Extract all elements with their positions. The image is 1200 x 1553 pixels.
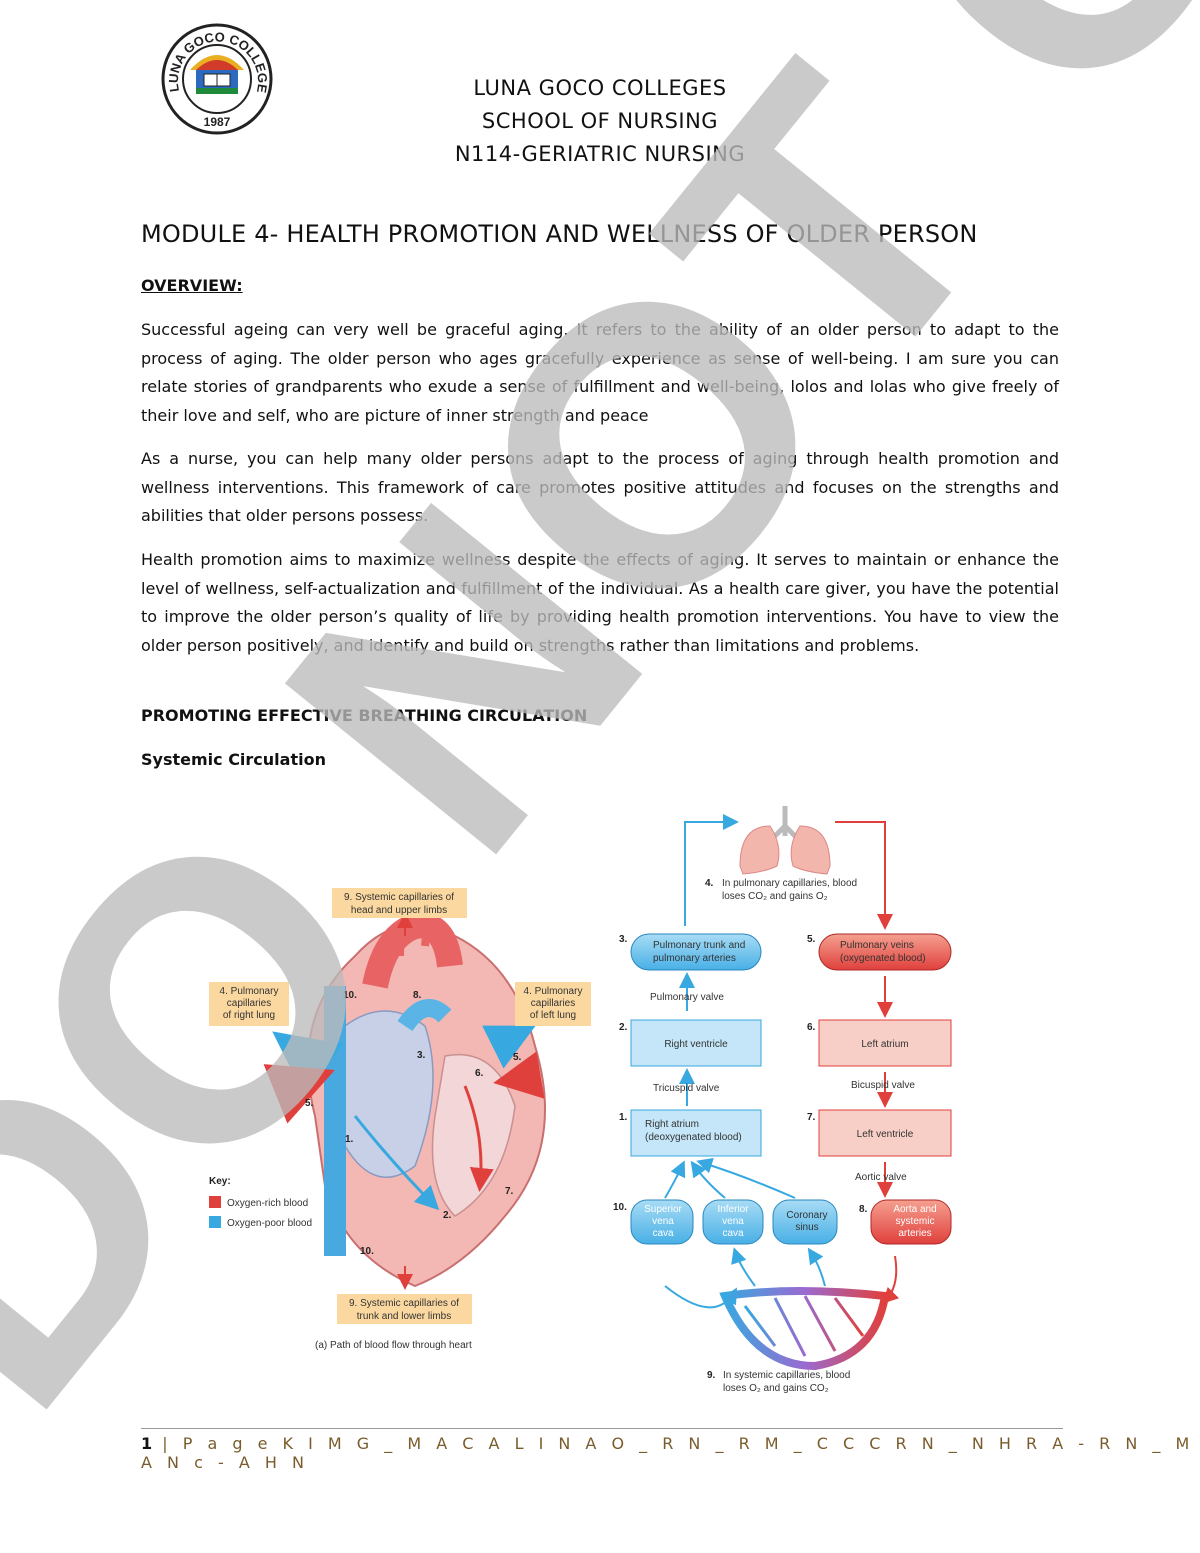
step5-line2: (oxygenated blood) xyxy=(840,953,926,964)
heart-num-1: 1. xyxy=(345,1134,354,1145)
key-oxygen-rich: Oxygen-rich blood xyxy=(227,1198,308,1209)
coronary-sinus-tube xyxy=(772,1199,838,1245)
heart-num-10a: 10. xyxy=(343,990,357,1001)
svc-line3: cava xyxy=(652,1228,674,1239)
subsection-heading: Systemic Circulation xyxy=(141,750,326,769)
ivc-line3: cava xyxy=(722,1228,744,1239)
aorta-tube xyxy=(870,1199,952,1245)
step2-box xyxy=(630,1019,762,1067)
step3-box xyxy=(630,933,762,971)
superior-vena-cava-tube xyxy=(630,1199,694,1245)
label-9-top: 9. Systemic capillaries of head and uppe… xyxy=(332,888,467,918)
heart-num-7: 7. xyxy=(505,1186,514,1197)
step7-box xyxy=(818,1109,952,1157)
footer-text: | P a g e K I M G _ M A C A L I N A O _ … xyxy=(141,1434,1195,1472)
heart-num-2: 2. xyxy=(443,1210,452,1221)
page-footer: 1 | P a g e K I M G _ M A C A L I N A O … xyxy=(141,1434,1200,1472)
page-number: 1 xyxy=(141,1434,153,1453)
aortic-valve-label: Aortic valve xyxy=(855,1172,907,1183)
logo-year: 1987 xyxy=(204,115,231,129)
overview-heading: OVERVIEW: xyxy=(141,276,243,295)
heart-illustration xyxy=(263,912,546,1290)
svc-line1: Superior xyxy=(644,1204,682,1215)
overview-paragraph-2: As a nurse, you can help many older pers… xyxy=(141,449,1059,525)
step2-num: 2. xyxy=(619,1022,628,1033)
key-red-swatch xyxy=(209,1196,221,1208)
heart-num-6: 6. xyxy=(475,1068,484,1079)
heart-num-5a: 5. xyxy=(513,1052,522,1063)
step4-line2: loses CO₂ and gains O₂ xyxy=(722,891,828,902)
step6-label: Left atrium xyxy=(861,1039,908,1050)
overview-paragraph-1: Successful ageing can very well be grace… xyxy=(141,320,1059,425)
svg-text:capillaries: capillaries xyxy=(227,998,271,1009)
step10-num: 10. xyxy=(613,1202,627,1213)
pulmonary-valve-label: Pulmonary valve xyxy=(650,992,724,1003)
heart-num-8: 8. xyxy=(413,990,422,1001)
step7-label: Left ventricle xyxy=(857,1129,914,1140)
key-title: Key: xyxy=(209,1176,231,1187)
step5-box xyxy=(818,933,952,971)
lungs-illustration xyxy=(739,806,831,875)
aorta-line2: systemic xyxy=(896,1216,935,1227)
step4-num: 4. xyxy=(705,878,714,889)
svg-text:9. Systemic capillaries of: 9. Systemic capillaries of xyxy=(344,892,454,903)
bicuspid-valve-label: Bicuspid valve xyxy=(851,1080,915,1091)
svg-text:head and upper limbs: head and upper limbs xyxy=(351,905,447,916)
svg-text:of right lung: of right lung xyxy=(223,1010,275,1021)
svg-text:4. Pulmonary: 4. Pulmonary xyxy=(524,986,583,997)
section-heading: PROMOTING EFFECTIVE BREATHING CIRCULATIO… xyxy=(141,706,588,725)
step9-num: 9. xyxy=(707,1370,716,1381)
ivc-line2: vena xyxy=(722,1216,744,1227)
key-oxygen-poor: Oxygen-poor blood xyxy=(227,1218,312,1229)
svg-text:4. Pulmonary: 4. Pulmonary xyxy=(220,986,279,997)
label-4-right-lung: 4. Pulmonary capillaries of right lung xyxy=(209,982,289,1026)
key-blue-swatch xyxy=(209,1216,221,1228)
ivc-line1: Inferior xyxy=(717,1204,749,1215)
step5-num: 5. xyxy=(807,934,816,945)
overview-paragraph-3: Health promotion aims to maximize wellne… xyxy=(141,550,1059,655)
svg-text:9. Systemic capillaries of: 9. Systemic capillaries of xyxy=(349,1298,459,1309)
module-title: MODULE 4- HEALTH PROMOTION AND WELLNESS … xyxy=(141,220,978,248)
circulation-figure: 10. 8. 3. 5. 6. 5. 1. 2. 7. 10. 9. Syste… xyxy=(209,806,952,1394)
label-9-bottom: 9. Systemic capillaries of trunk and low… xyxy=(337,1294,472,1324)
step1-line2: (deoxygenated blood) xyxy=(645,1132,742,1143)
step3-line2: pulmonary arteries xyxy=(653,953,736,964)
step1-line1: Right atrium xyxy=(645,1119,699,1130)
step9-line2: loses O₂ and gains CO₂ xyxy=(723,1383,829,1394)
heart-caption: (a) Path of blood flow through heart xyxy=(315,1340,472,1351)
aorta-line1: Aorta and xyxy=(893,1204,936,1215)
label-4-left-lung: 4. Pulmonary capillaries of left lung xyxy=(515,982,591,1026)
step6-box xyxy=(818,1019,952,1067)
step8-num: 8. xyxy=(859,1204,868,1215)
step3-num: 3. xyxy=(619,934,628,945)
svc-line2: vena xyxy=(652,1216,674,1227)
svg-text:capillaries: capillaries xyxy=(531,998,575,1009)
coronary-line2: sinus xyxy=(795,1222,818,1233)
step2-label: Right ventricle xyxy=(664,1039,728,1050)
heart-num-3: 3. xyxy=(417,1050,426,1061)
footer-divider xyxy=(141,1428,1063,1429)
tricuspid-valve-label: Tricuspid valve xyxy=(653,1083,720,1094)
inferior-vena-cava-tube xyxy=(702,1199,764,1245)
step3-line1: Pulmonary trunk and xyxy=(653,940,745,951)
coronary-line1: Coronary xyxy=(786,1210,827,1221)
heart-num-5b: 5. xyxy=(305,1098,314,1109)
step1-box xyxy=(630,1109,762,1157)
school-name: SCHOOL OF NURSING xyxy=(481,109,719,133)
step5-line1: Pulmonary veins xyxy=(840,940,914,951)
step7-num: 7. xyxy=(807,1112,816,1123)
course-name: N114-GERIATRIC NURSING xyxy=(454,142,746,166)
aorta-line3: arteries xyxy=(898,1228,931,1239)
step1-num: 1. xyxy=(619,1112,628,1123)
svg-text:of left lung: of left lung xyxy=(530,1010,576,1021)
college-name: LUNA GOCO COLLEGES xyxy=(473,76,727,100)
college-logo: LUNA GOCO COLLEGES 1987 xyxy=(160,22,273,135)
step4-line1: In pulmonary capillaries, blood xyxy=(722,878,857,889)
step9-line1: In systemic capillaries, blood xyxy=(723,1370,850,1381)
heart-num-10b: 10. xyxy=(360,1246,374,1257)
step6-num: 6. xyxy=(807,1022,816,1033)
svg-text:trunk and lower limbs: trunk and lower limbs xyxy=(357,1311,451,1322)
